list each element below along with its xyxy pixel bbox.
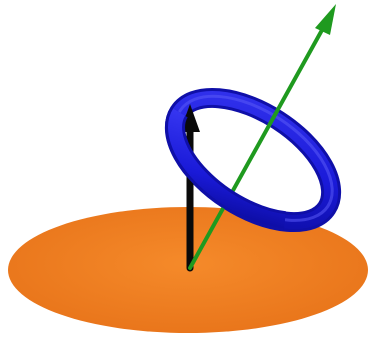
3d-diagram xyxy=(0,0,370,345)
